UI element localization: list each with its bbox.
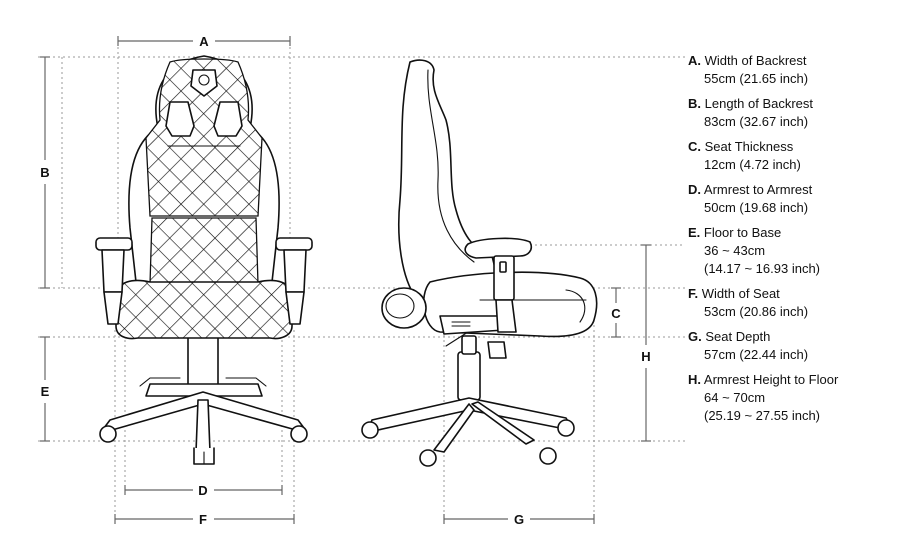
marker-c: C [611, 306, 621, 321]
spec-letter: H. [688, 372, 701, 387]
spec-letter: C. [688, 139, 701, 154]
spec-letter: E. [688, 225, 701, 240]
spec-values: 64 ~ 70cm (25.19 ~ 27.55 inch) [688, 389, 893, 425]
marker-h: H [641, 349, 650, 364]
spec-values: 50cm (19.68 inch) [688, 199, 893, 217]
side-backrest [397, 59, 501, 303]
side-lumbar-cushion [381, 287, 427, 329]
spec-value: 12cm (4.72 inch) [704, 157, 801, 172]
spec-value: 64 ~ 70cm [704, 390, 766, 405]
spec-letter: B. [688, 96, 701, 111]
spec-value: 50cm (19.68 inch) [704, 200, 809, 215]
spec-letter: A. [688, 53, 701, 68]
front-seat-cushion [115, 279, 293, 340]
spec-value: 53cm (20.86 inch) [704, 304, 809, 319]
spec-letter: F. [688, 286, 699, 301]
spec-value: (25.19 ~ 27.55 inch) [704, 408, 820, 423]
front-headrest-slot-right [213, 101, 243, 137]
front-headrest-slot-left [165, 101, 195, 137]
spec-value: (14.17 ~ 16.93 inch) [704, 261, 820, 276]
spec-name: Length of Backrest [704, 96, 814, 111]
chair-front-view [95, 55, 313, 465]
spec-heading: E. Floor to Base [688, 224, 893, 242]
spec-value: 36 ~ 43cm [704, 243, 766, 258]
marker-e: E [41, 384, 50, 399]
side-armrest [464, 237, 533, 333]
spec-values: 57cm (22.44 inch) [688, 346, 893, 364]
spec-heading: G. Seat Depth [688, 328, 893, 346]
spec-heading: C. Seat Thickness [688, 138, 893, 156]
spec-values: 55cm (21.65 inch) [688, 70, 893, 88]
spec-heading: B. Length of Backrest [688, 95, 893, 113]
marker-f: F [199, 512, 207, 527]
spec-heading: A. Width of Backrest [688, 52, 893, 70]
marker-b: B [40, 165, 49, 180]
spec-value: 57cm (22.44 inch) [704, 347, 809, 362]
spec-name: Armrest Height to Floor [703, 372, 839, 387]
spec-heading: D. Armrest to Armrest [688, 181, 893, 199]
front-logo-badge [190, 69, 218, 97]
side-base [361, 331, 575, 467]
front-lumbar-quilt [149, 217, 259, 285]
spec-values: 83cm (32.67 inch) [688, 113, 893, 131]
spec-heading: F. Width of Seat [688, 285, 893, 303]
spec-letter: G. [688, 329, 702, 344]
spec-name: Armrest to Armrest [703, 182, 813, 197]
spec-name: Width of Backrest [704, 53, 807, 68]
marker-d: D [198, 483, 207, 498]
marker-g: G [514, 512, 524, 527]
spec-values: 53cm (20.86 inch) [688, 303, 893, 321]
spec-name: Floor to Base [703, 225, 782, 240]
front-backrest-quilt [145, 58, 263, 217]
front-armrest-left [95, 237, 133, 325]
spec-name: Seat Thickness [704, 139, 794, 154]
dimension-lines [40, 36, 651, 524]
spec-values: 12cm (4.72 inch) [688, 156, 893, 174]
spec-name: Width of Seat [701, 286, 780, 301]
spec-values: 36 ~ 43cm (14.17 ~ 16.93 inch) [688, 242, 893, 278]
spec-name: Seat Depth [705, 329, 771, 344]
spec-value: 55cm (21.65 inch) [704, 71, 809, 86]
dimension-markers: A B E D F G C H [40, 34, 650, 527]
spec-letter: D. [688, 182, 701, 197]
spec-value: 83cm (32.67 inch) [704, 114, 809, 129]
chair-side-view [361, 59, 598, 467]
marker-a: A [199, 34, 209, 49]
front-armrest-right [275, 237, 313, 325]
front-base [99, 331, 308, 465]
spec-heading: H. Armrest Height to Floor [688, 371, 893, 389]
